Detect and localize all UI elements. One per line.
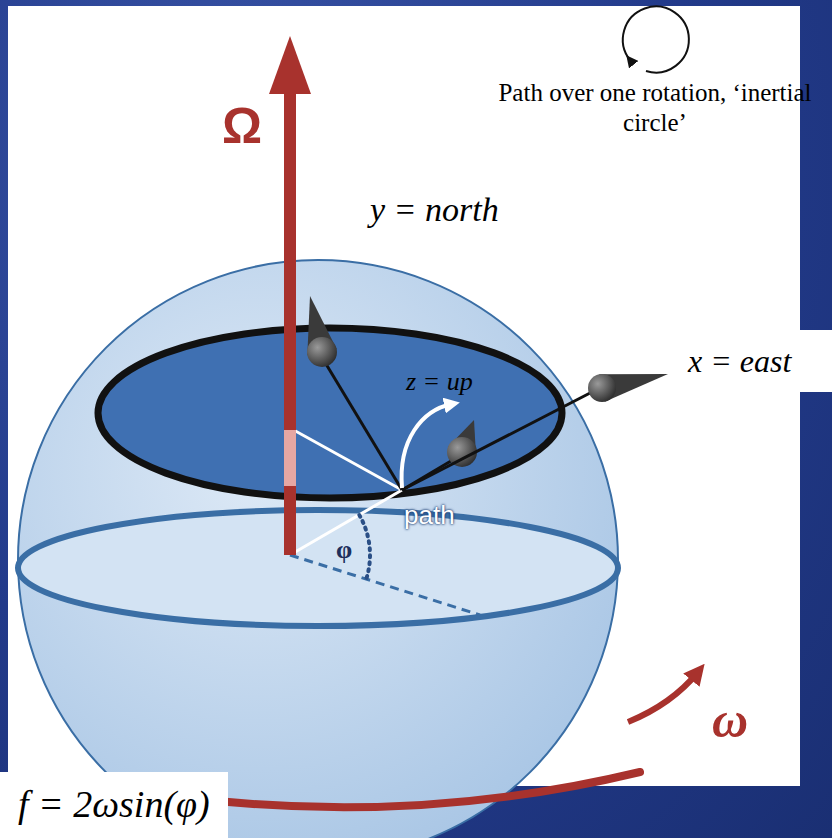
axis-hidden-part (284, 430, 296, 486)
axis-name: z = up (406, 366, 473, 397)
angle-symbol: φ (336, 534, 352, 565)
path-label-holder: path (404, 500, 455, 531)
north-drop (307, 337, 337, 367)
axis-symbol: Ω (222, 96, 262, 156)
east-vector (402, 392, 592, 490)
equator (18, 510, 618, 626)
axis-name-holder: z = up (406, 366, 473, 397)
axis-symbol-holder: Ω (222, 96, 262, 156)
north-vector (326, 364, 402, 490)
sphere (18, 260, 618, 838)
equator-radius (290, 555, 480, 615)
rotation-symbol-holder: ω (712, 690, 748, 750)
path-arrow (402, 404, 452, 488)
rotation-axis (284, 90, 296, 555)
east-drop (588, 374, 616, 402)
latitude-angle-arc (359, 515, 370, 579)
axis-arrowhead (269, 36, 311, 94)
latitude-radius (290, 428, 402, 490)
angle-symbol-holder: φ (336, 534, 352, 565)
axis-name-holder: y = north (370, 190, 499, 231)
axis-name: x = east (688, 342, 791, 380)
label-panel (675, 330, 832, 392)
inertial-circle-caption-holder: Path over one rotation, ‘inertial circle… (488, 78, 822, 138)
formula-text: f = 2ωsin(φ) (18, 782, 210, 828)
rotation-symbol: ω (712, 690, 748, 750)
path-label: path (404, 500, 455, 531)
latitude-disk (98, 328, 562, 498)
axis-name: y = north (370, 190, 499, 231)
inertial-circle (623, 7, 689, 73)
axis-name-holder: x = east (688, 342, 791, 380)
inertial-circle-caption: Path over one rotation, ‘inertial circle… (488, 78, 822, 138)
rotation-arrow (628, 672, 698, 722)
formula-box: f = 2ωsin(φ) (0, 772, 228, 838)
